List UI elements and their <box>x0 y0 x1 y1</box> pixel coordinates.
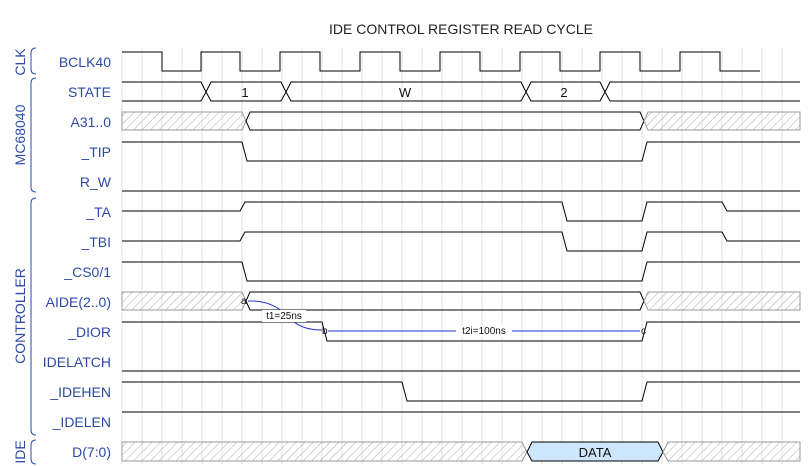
node-b-label: b <box>322 326 328 337</box>
signal-label-idehen: _IDEHEN <box>49 384 111 400</box>
tbi-wave <box>122 231 800 252</box>
group-label-ide: IDE <box>12 440 28 463</box>
signal-label-tbi: _TBI <box>80 234 111 250</box>
signal-label-aide: AIDE(2..0) <box>46 294 111 310</box>
timing-annotations: t1=25ns t2i=100ns a b c <box>241 296 646 337</box>
signal-label-d7-0: D(7:0) <box>72 444 111 460</box>
bclk40-wave <box>122 51 760 72</box>
t1-label: t1=25ns <box>266 311 302 322</box>
ta-wave <box>122 201 800 222</box>
diagram-title: IDE CONTROL REGISTER READ CYCLE <box>329 21 593 37</box>
aide-bus <box>121 291 801 311</box>
group-label-clk: CLK <box>12 48 28 76</box>
signal-label-a31-0: A31..0 <box>71 114 112 130</box>
idehen-wave <box>122 381 800 402</box>
node-a-label: a <box>241 296 247 307</box>
state-bus: 1 W 2 <box>122 81 800 102</box>
signal-label-idelen: _IDELEN <box>52 414 111 430</box>
signal-label-r-w: R_W <box>80 174 112 190</box>
signal-label-dior: _DIOR <box>67 324 111 340</box>
state-value-w: W <box>399 85 412 100</box>
t2i-label: t2i=100ns <box>462 326 506 337</box>
state-value-1: 1 <box>241 85 248 100</box>
signal-label-ta: _TA <box>85 204 111 220</box>
tip-wave <box>122 141 800 162</box>
node-c-label: c <box>641 326 646 337</box>
group-mc68040: MC68040 <box>12 77 37 193</box>
d7-0-bus: DATA <box>121 441 801 462</box>
grid-lines <box>121 48 783 464</box>
signal-label-tip: _TIP <box>80 144 111 160</box>
a31-0-bus <box>121 111 801 131</box>
group-ide: IDE <box>12 439 37 465</box>
state-value-2: 2 <box>560 85 567 100</box>
data-label: DATA <box>579 445 612 460</box>
group-controller: CONTROLLER <box>12 197 37 436</box>
signal-label-bclk40: BCLK40 <box>59 54 111 70</box>
group-label-controller: CONTROLLER <box>12 268 28 364</box>
group-label-mc68040: MC68040 <box>12 104 28 165</box>
signal-label-cs0-1: _CS0/1 <box>63 264 111 280</box>
cs0-1-wave <box>122 261 800 282</box>
signal-label-idelatch: IDELATCH <box>43 354 111 370</box>
signal-label-state: STATE <box>68 84 111 100</box>
group-clk: CLK <box>12 47 37 76</box>
